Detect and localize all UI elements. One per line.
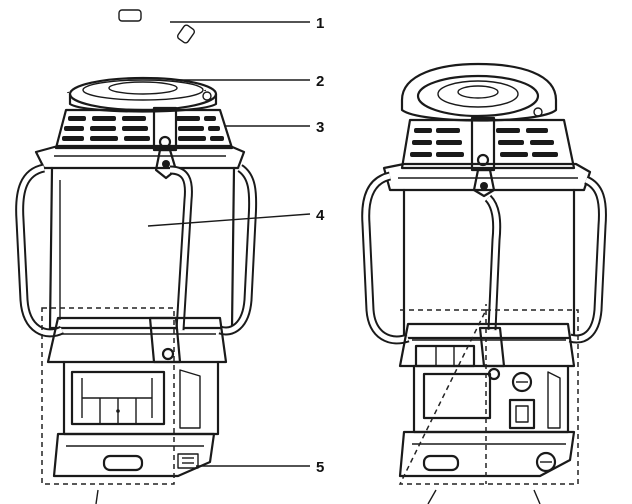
detail-leader-left [95,489,99,504]
callout-5: 5 [316,459,324,476]
side-handles [15,163,258,338]
lower-bezel [46,316,228,364]
detail-outline-left [41,307,175,485]
rear-base-housing [412,364,570,434]
callout-4: 4 [316,207,325,224]
rear-base-foot [398,430,576,478]
globe [48,166,236,330]
detail-leader-right-a [427,489,437,504]
carry-handle [63,9,208,94]
top-cap [68,76,218,113]
rear-collar [382,162,592,198]
rear-vented-head [400,116,576,172]
callout-leaders [147,21,311,467]
callout-3: 3 [316,119,324,136]
vented-head [54,106,234,152]
leader-4 [147,213,311,227]
callout-labels: 1 2 3 4 5 [316,15,325,476]
callout-2: 2 [316,73,324,90]
rear-top-cap [400,62,558,122]
left-lantern [15,9,258,504]
detail-leader-right-b [533,489,541,504]
collar [34,144,246,180]
base-housing [62,360,220,436]
rear-lower-bezel [398,322,576,381]
base-foot [52,432,216,478]
callout-1: 1 [316,15,324,32]
rear-globe [402,188,576,340]
right-lantern [361,62,607,504]
rear-side-handles [361,171,607,345]
